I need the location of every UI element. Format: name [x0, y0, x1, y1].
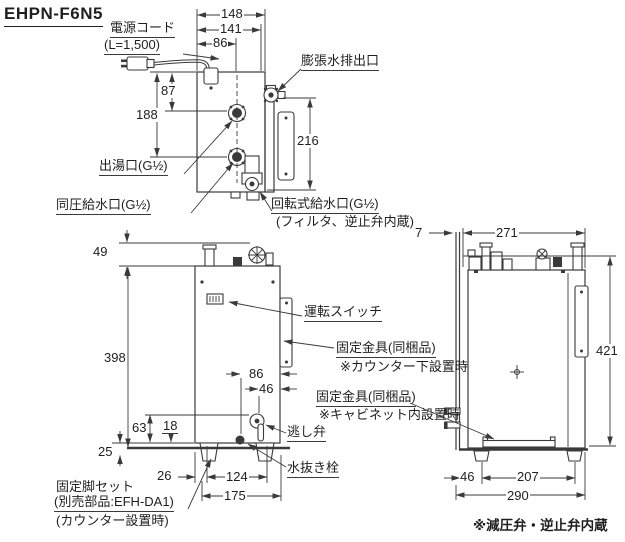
- operation-switch: [206, 293, 224, 305]
- dim-height-421: 421: [595, 343, 619, 359]
- dim-width-86: 86: [212, 35, 229, 51]
- dim-width-26: 26: [156, 468, 173, 484]
- dim-height-49: 49: [92, 244, 109, 260]
- drain-plug-label: 水抜き栓: [287, 460, 340, 478]
- hot-water-outlet-port: [227, 103, 247, 123]
- dim-height-63: 63: [131, 420, 148, 436]
- bracket-cabinet-label-line1: 固定金具(同梱品): [316, 389, 416, 407]
- dim-offset-46-side: 46: [459, 469, 476, 485]
- dim-pitch-207: 207: [516, 469, 540, 485]
- cabinet-bracket: [444, 407, 556, 448]
- top-view-drawing: [121, 9, 316, 201]
- dim-offset-46: 46: [258, 381, 275, 397]
- fixing-leg-label-line1: 固定脚セット: [56, 479, 135, 494]
- rotary-inlet-label-line1: 回転式給水口(G½): [271, 196, 379, 214]
- hot-water-outlet-label: 出湯口(G½): [99, 158, 168, 176]
- side-top-fittings: [467, 242, 585, 273]
- dim-height-87: 87: [160, 83, 177, 99]
- dim-height-188: 188: [135, 107, 159, 123]
- expansion-outlet-label: 膨張水排出口: [301, 53, 380, 71]
- dim-height-25: 25: [97, 444, 114, 460]
- side-plate-right: [574, 285, 589, 358]
- power-plug-icon: [126, 56, 149, 71]
- front-view-drawing: [112, 230, 297, 501]
- dim-depth-271: 271: [495, 225, 519, 241]
- power-cord-label-line2: (L=1,500): [104, 37, 161, 55]
- rotary-inlet-valve: [230, 155, 263, 201]
- dim-depth-290: 290: [506, 488, 530, 504]
- bracket-counter-label-line1: 固定金具(同梱品): [336, 340, 436, 358]
- dim-width-124: 124: [225, 469, 249, 485]
- drain-plug-glyph: [235, 435, 245, 445]
- dim-depth-216: 216: [296, 133, 320, 149]
- dim-offset-86: 86: [248, 366, 265, 382]
- bracket-cabinet-label-line2: ※キャビネット内設置時: [319, 407, 460, 422]
- model-number-title: EHPN-F6N5: [4, 4, 103, 27]
- expansion-outlet-port: [263, 84, 286, 103]
- bracket-counter-label-line2: ※カウンター下設置時: [340, 359, 468, 374]
- front-foot-left: [199, 442, 219, 462]
- side-view-body: [467, 269, 586, 449]
- dim-width-175: 175: [223, 488, 247, 504]
- power-cord-label-line1: 電源コード: [110, 20, 176, 38]
- center-mark: [510, 365, 524, 379]
- counter-bracket: [279, 297, 293, 368]
- relief-valve-label: 逃し弁: [287, 424, 327, 442]
- operation-switch-label: 運転スイッチ: [304, 304, 383, 322]
- valve-builtin-footnote: ※減圧弁・逆止弁内蔵: [473, 518, 608, 533]
- dim-height-18: 18: [162, 418, 179, 435]
- side-foot-left: [473, 450, 490, 462]
- dim-gap-7: 7: [414, 225, 424, 241]
- fixing-leg-label-line2: (別売部品:EFH-DA1): [54, 494, 174, 512]
- equal-pressure-inlet-label: 同圧給水口(G½): [56, 197, 151, 215]
- fixing-leg-label-line3: (カウンター設置時): [56, 513, 169, 528]
- dim-width-148: 148: [220, 6, 244, 22]
- relief-valve-glyph: [249, 413, 265, 442]
- rotary-inlet-label-line2: (フィルタ、逆止弁内蔵): [276, 214, 415, 229]
- side-view-drawing: [429, 228, 616, 500]
- leader-lines: [182, 53, 495, 510]
- side-plate: [277, 111, 295, 181]
- front-top-fittings: [202, 244, 274, 267]
- power-cord-icon: [121, 56, 219, 90]
- side-foot-right: [566, 450, 583, 462]
- dim-height-398: 398: [103, 350, 127, 366]
- front-view-body: [194, 265, 281, 444]
